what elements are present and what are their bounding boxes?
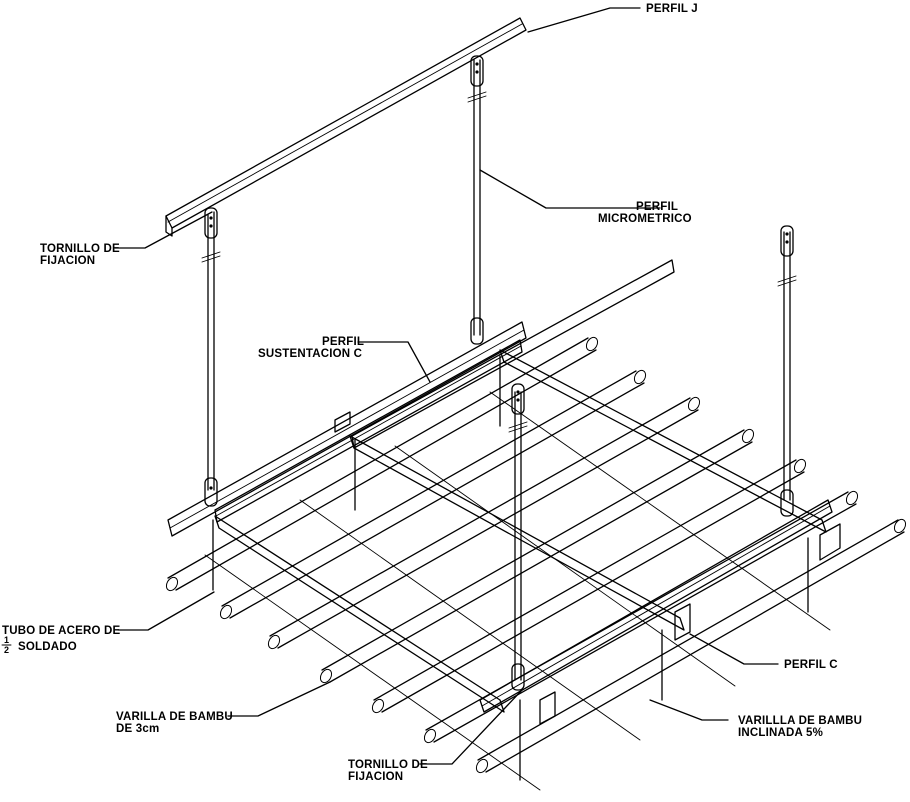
bamboo-rod-inclined xyxy=(475,518,907,774)
label-varilla-bambu-line1: VARILLA DE BAMBU xyxy=(116,711,233,723)
label-tubo-acero-line2: SOLDADO xyxy=(18,641,77,653)
label-varilla-inclinada-line1: VARILLLA DE BAMBU xyxy=(738,715,862,727)
bamboo-rod-3 xyxy=(267,396,701,650)
leader-lines xyxy=(114,7,779,765)
label-perfil-c: PERFIL C xyxy=(784,659,838,671)
label-tornillo-bottom-line1: TORNILLO DE xyxy=(348,759,428,771)
annotation-labels: PERFIL J PERFIL MICROMETRICO TORNILLO DE… xyxy=(1,3,862,783)
label-perfil-micrometrico-line1: PERFIL xyxy=(636,201,678,213)
hanger-right xyxy=(777,225,797,517)
label-tornillo-bottom-line2: FIJACION xyxy=(348,771,403,783)
bamboo-rod-1 xyxy=(165,336,599,592)
perfil-c-middle xyxy=(351,259,675,449)
hanger-center xyxy=(467,55,487,345)
label-tubo-acero-line1: TUBO DE ACERO DE xyxy=(2,625,121,637)
label-varilla-inclinada-line2: INCLINADA 5% xyxy=(738,727,823,739)
label-tubo-acero-fraction-den: 2 xyxy=(4,645,9,655)
label-varilla-bambu-line2: DE 3cm xyxy=(116,723,159,735)
perfil-c-front xyxy=(479,499,833,713)
vertical-drop-lines xyxy=(212,355,809,781)
label-perfil-micrometrico-line2: MICROMETRICO xyxy=(598,213,692,225)
steel-tie-rods xyxy=(204,391,831,791)
label-perfil-j: PERFIL J xyxy=(646,3,698,15)
perfil-sustentacion-c xyxy=(167,321,527,537)
label-perfil-sustentacion-line2: SUSTENTACION C xyxy=(258,348,362,360)
label-tornillo-top-line2: FIJACION xyxy=(40,255,95,267)
label-perfil-sustentacion-line1: PERFIL xyxy=(322,336,364,348)
perfil-j-beam xyxy=(165,17,527,237)
perfil-c-cross-2 xyxy=(349,435,685,631)
hanger-front xyxy=(508,383,528,691)
label-tubo-acero-fraction-num: 1 xyxy=(4,635,9,645)
bamboo-rod-5 xyxy=(371,458,807,714)
micrometric-hangers xyxy=(201,55,797,691)
label-tornillo-top-line1: TORNILLO DE xyxy=(40,243,120,255)
perfil-c-cross-1 xyxy=(214,515,505,713)
bamboo-rod-4 xyxy=(319,428,755,684)
hanger-left xyxy=(201,207,221,507)
bamboo-rod-6 xyxy=(423,490,859,744)
c-profile-grid xyxy=(214,259,841,725)
bamboo-rod-2 xyxy=(219,369,647,620)
